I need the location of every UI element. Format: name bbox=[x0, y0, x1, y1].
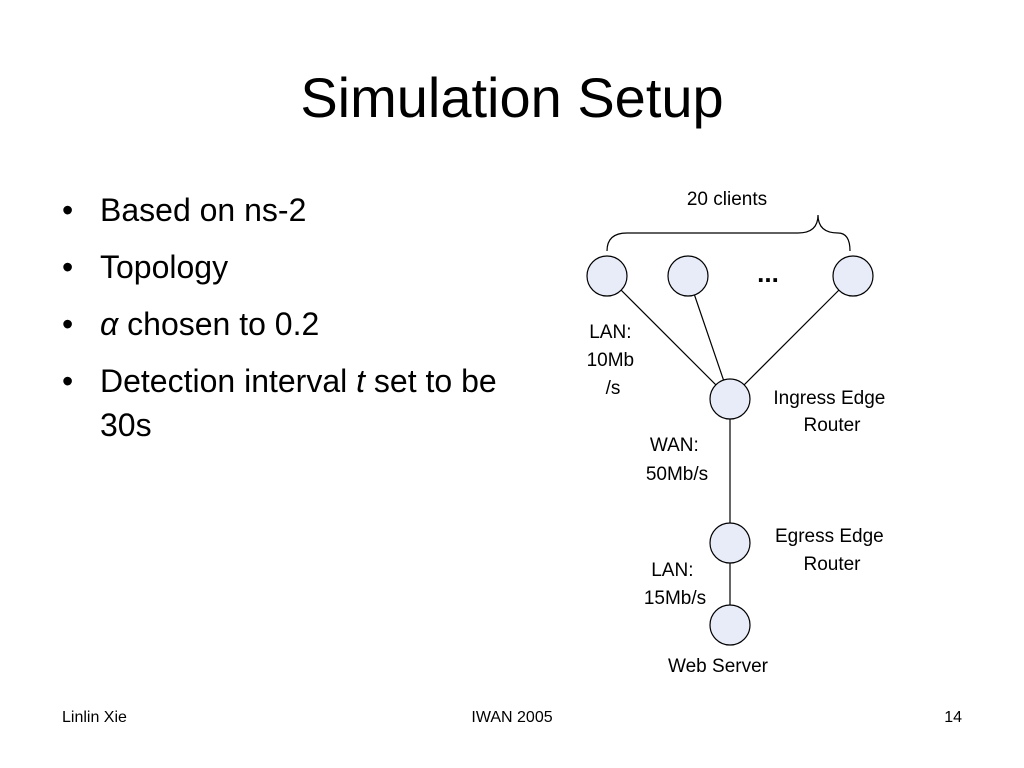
egress-router-node bbox=[709, 522, 751, 564]
bullet-text-pre: Detection interval bbox=[100, 363, 357, 399]
link-client1-ingress bbox=[606, 275, 731, 400]
ingress-router-node bbox=[709, 378, 751, 420]
bullet-text: Topology bbox=[100, 249, 229, 285]
link-client2-ingress bbox=[687, 275, 731, 400]
bullet-glyph: • bbox=[62, 249, 74, 285]
client-node bbox=[832, 255, 874, 297]
wan-label: WAN: 50Mb/s bbox=[646, 435, 708, 485]
footer-event: IWAN 2005 bbox=[471, 709, 553, 726]
bullet-glyph: • bbox=[62, 306, 74, 342]
clients-label: 20 clients bbox=[687, 189, 767, 210]
bullet-text: set to be 30s bbox=[100, 363, 497, 443]
web-server-node bbox=[709, 604, 751, 646]
bullet-glyph: • bbox=[62, 363, 74, 399]
egress-router-label: Egress Edge Router bbox=[775, 526, 889, 575]
bullet-item: • Topology bbox=[62, 245, 522, 289]
client-node bbox=[586, 255, 628, 297]
clients-brace bbox=[606, 214, 851, 252]
clients-ellipsis: ... bbox=[757, 258, 779, 288]
client-node bbox=[667, 255, 709, 297]
alpha-symbol: α bbox=[100, 306, 119, 342]
bullet-text: Based on ns-2 bbox=[100, 192, 307, 228]
lan2-label: LAN: 15Mb/s bbox=[644, 560, 706, 609]
t-symbol: t bbox=[356, 363, 366, 399]
link-client3-ingress bbox=[729, 275, 854, 400]
bullet-item: • Based on ns-2 bbox=[62, 188, 522, 232]
slide-title: Simulation Setup bbox=[300, 66, 724, 129]
web-server-label: Web Server bbox=[668, 656, 769, 677]
lan1-label: LAN: 10Mb /s bbox=[587, 322, 640, 399]
bullet-glyph: • bbox=[62, 192, 74, 228]
bullet-text: chosen to 0.2 bbox=[118, 306, 320, 342]
footer-author: Linlin Xie bbox=[62, 709, 127, 726]
bullet-item: • Detection interval t set to be 30s bbox=[62, 359, 522, 447]
footer-page-number: 14 bbox=[944, 709, 962, 726]
bullet-list: • Based on ns-2 • Topology • α chosen to… bbox=[62, 188, 522, 460]
bullet-item: • α chosen to 0.2 bbox=[62, 302, 522, 346]
ingress-router-label: Ingress Edge Router bbox=[773, 388, 890, 436]
